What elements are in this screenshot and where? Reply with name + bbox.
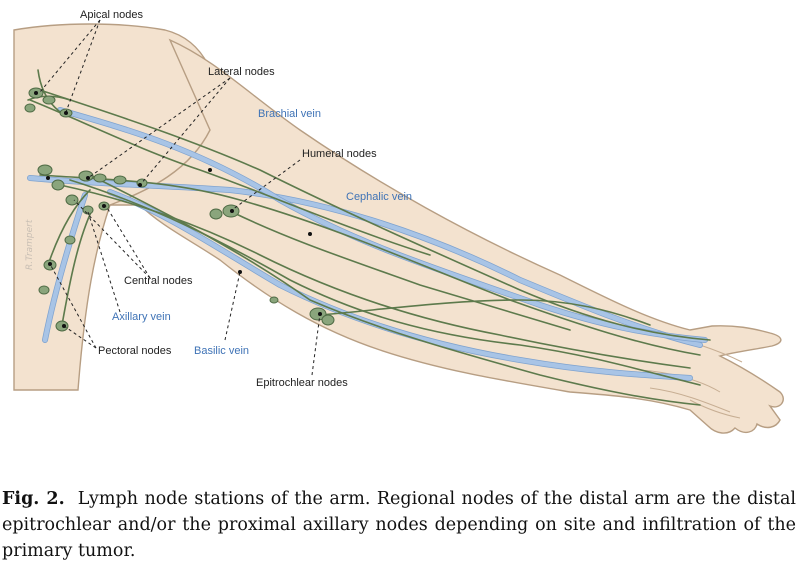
lateral-node (93, 173, 107, 183)
label-basilic-vein: Basilic vein (194, 345, 249, 357)
label-cephalic-vein: Cephalic vein (346, 191, 412, 203)
hand-crease-3 (699, 344, 743, 363)
label-central-nodes: Central nodes (124, 275, 193, 287)
central-node (65, 194, 79, 206)
leader-dots-group (34, 91, 322, 328)
caption-text: Lymph node stations of the arm. Regional… (2, 489, 796, 561)
illustrator-signature: R.Trampert (25, 219, 35, 270)
label-epitrochlear-nodes: Epitrochlear nodes (256, 377, 348, 389)
label-axillary-vein: Axillary vein (112, 311, 171, 323)
label-pectoral-nodes: Pectoral nodes (98, 345, 172, 357)
lateral-node (113, 175, 127, 185)
central-node (37, 164, 53, 176)
label-lateral-nodes: Lateral nodes (208, 66, 275, 78)
hand-crease-4 (689, 399, 741, 419)
apical-node (24, 103, 36, 113)
humeral-node (209, 208, 223, 220)
lymph-vessels-group (27, 69, 711, 406)
label-humeral-nodes: Humeral nodes (302, 148, 377, 160)
central-node (51, 179, 65, 191)
label-brachial-vein: Brachial vein (258, 108, 321, 120)
epitrochlear-node (321, 314, 335, 326)
pectoral-node (38, 285, 50, 295)
hand-crease-2 (649, 387, 731, 413)
apical-node (42, 95, 56, 105)
figure-number: Fig. 2. (2, 489, 65, 509)
leader-lines-group (39, 19, 321, 376)
label-apical-nodes: Apical nodes (80, 9, 143, 21)
epitrochlear-node (269, 296, 279, 304)
arm-lymph-illustration: R.Trampert Apical nodes Lateral nodes Br… (13, 9, 784, 434)
figure-caption: Fig. 2. Lymph node stations of the arm. … (2, 486, 796, 564)
arm-shape (109, 38, 784, 434)
pectoral-node (64, 235, 76, 245)
